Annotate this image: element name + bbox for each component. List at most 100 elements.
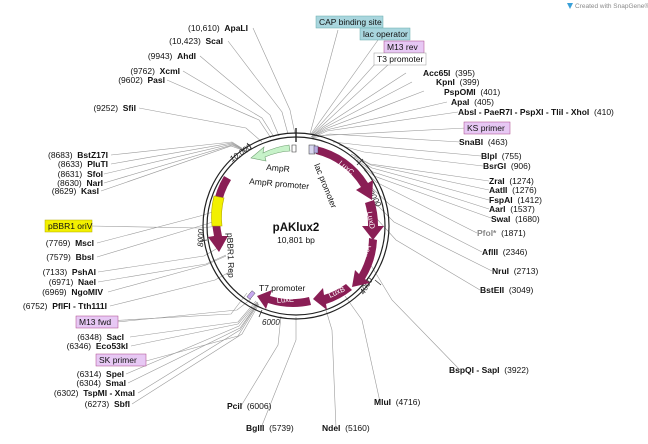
restriction-site-label[interactable]: (9252) SfiI bbox=[93, 103, 136, 113]
restriction-site-label[interactable]: AatII (1276) bbox=[489, 185, 537, 195]
restriction-site-label[interactable]: PciI (6006) bbox=[227, 401, 272, 411]
site-position: (399) bbox=[455, 77, 480, 87]
restriction-site-label[interactable]: (10,610) ApaLI bbox=[188, 23, 248, 33]
site-position: (8629) bbox=[52, 186, 81, 196]
enzyme-name: TspMI - XmaI bbox=[83, 388, 135, 398]
restriction-site-label[interactable]: (8633) PluTI bbox=[58, 159, 108, 169]
restriction-site-label[interactable]: (9602) PasI bbox=[118, 75, 165, 85]
site-position: (410) bbox=[589, 107, 614, 117]
m13-rev-feature[interactable] bbox=[313, 145, 319, 154]
site-position: (5739) bbox=[264, 423, 293, 433]
restriction-site-label[interactable]: BglII (5739) bbox=[246, 423, 294, 433]
site-position: (6752) bbox=[23, 301, 52, 311]
restriction-site-label[interactable]: (7769) MscI bbox=[46, 238, 94, 248]
m13-rev-label: M13 rev bbox=[387, 42, 418, 52]
enzyme-name: PasI bbox=[148, 75, 166, 85]
ks-primer-label: KS primer bbox=[467, 123, 505, 133]
restriction-site-label[interactable]: (7579) BbsI bbox=[46, 252, 94, 262]
pbbr1-oriv-box[interactable] bbox=[44, 219, 93, 233]
restriction-site-label[interactable]: BspQI - SapI (3922) bbox=[449, 365, 529, 375]
restriction-site-label[interactable]: AflII (2346) bbox=[482, 247, 528, 257]
sk-primer-box[interactable] bbox=[95, 353, 147, 367]
restriction-site-label[interactable]: NdeI (5160) bbox=[322, 423, 370, 433]
restriction-site-label[interactable]: (8631) SfoI bbox=[58, 169, 103, 179]
restriction-site-label[interactable]: BstEII (3049) bbox=[480, 285, 534, 295]
restriction-site-label[interactable]: MluI (4716) bbox=[374, 397, 420, 407]
site-position: (1871) bbox=[496, 228, 525, 238]
enzyme-name: PfoI* bbox=[477, 228, 497, 238]
restriction-site-label[interactable]: (6752) PflFI - Tth111I bbox=[23, 301, 107, 311]
site-position: (8631) bbox=[58, 169, 87, 179]
site-position: (463) bbox=[483, 137, 508, 147]
t3-promoter-box[interactable] bbox=[373, 52, 427, 66]
restriction-site-label[interactable]: (6346) Eco53kI bbox=[67, 341, 128, 351]
site-position: (1680) bbox=[510, 214, 539, 224]
restriction-site-label[interactable]: Acc65I (395) bbox=[423, 68, 475, 78]
restriction-site-label[interactable]: (9943) AhdI bbox=[148, 51, 196, 61]
ampr-promoter-arrow[interactable] bbox=[291, 144, 297, 153]
enzyme-name: BlpI bbox=[481, 151, 497, 161]
restriction-site-label[interactable]: AbsI - PaeR7I - PspXI - TliI - XhoI (410… bbox=[458, 107, 614, 117]
m13-fwd-feature[interactable] bbox=[246, 290, 256, 300]
restriction-site-label[interactable]: FspAI (1412) bbox=[489, 195, 542, 205]
ampr-arrow[interactable] bbox=[250, 144, 291, 162]
restriction-site-label[interactable]: (8630) NarI bbox=[57, 178, 103, 188]
enzyme-name: ApaLI bbox=[224, 23, 248, 33]
restriction-site-label[interactable]: (6971) NaeI bbox=[49, 277, 96, 287]
restriction-site-label[interactable]: BsrGI (906) bbox=[483, 161, 531, 171]
restriction-site-label[interactable]: BlpI (755) bbox=[481, 151, 522, 161]
ampr-label: AmpR bbox=[266, 162, 290, 174]
luxB-arrow[interactable] bbox=[313, 284, 352, 310]
enzyme-name: AhdI bbox=[177, 51, 196, 61]
restriction-site-label[interactable]: (8629) KasI bbox=[52, 186, 99, 196]
restriction-site-label[interactable]: (6273) SbfI bbox=[85, 399, 130, 409]
luxA-arrow[interactable] bbox=[352, 238, 377, 287]
restriction-site-label[interactable]: AarI (1537) bbox=[489, 204, 535, 214]
enzyme-name: AarI bbox=[489, 204, 506, 214]
enzyme-name: Acc65I bbox=[423, 68, 450, 78]
luxE-arrow[interactable] bbox=[257, 290, 311, 309]
site-position: (1276) bbox=[507, 185, 536, 195]
restriction-site-label[interactable]: (8683) BstZ17I bbox=[48, 150, 108, 160]
luxC-arrow[interactable] bbox=[316, 146, 373, 200]
site-position: (10,423) bbox=[169, 36, 205, 46]
restriction-site-label[interactable]: ZraI (1274) bbox=[489, 176, 534, 186]
restriction-site-label[interactable]: (7133) PshAI bbox=[43, 267, 96, 277]
ks-primer-box[interactable] bbox=[463, 121, 511, 135]
enzyme-name: PluTI bbox=[87, 159, 108, 169]
restriction-site-label[interactable]: (9762) XcmI bbox=[130, 66, 180, 76]
cap-site-box[interactable] bbox=[315, 15, 384, 29]
restriction-site-label[interactable]: (6969) NgoMIV bbox=[42, 287, 103, 297]
enzyme-name: FspAI bbox=[489, 195, 513, 205]
restriction-site-label[interactable]: (6314) SpeI bbox=[77, 369, 124, 379]
restriction-site-label[interactable]: PfoI* (1871) bbox=[477, 228, 526, 238]
restriction-site-label[interactable]: (6348) SacI bbox=[77, 332, 124, 342]
pbbr1-oriv-block[interactable] bbox=[211, 195, 225, 227]
restriction-site-label[interactable]: SnaBI (463) bbox=[459, 137, 508, 147]
enzyme-name: PciI bbox=[227, 401, 242, 411]
restriction-site-label[interactable]: PspOMI (401) bbox=[444, 87, 500, 97]
restriction-site-label[interactable]: KpnI (399) bbox=[436, 77, 480, 87]
enzyme-name: BstZ17I bbox=[77, 150, 108, 160]
sk-primer-label: SK primer bbox=[99, 355, 137, 365]
m13-fwd-label: M13 fwd bbox=[79, 317, 111, 327]
restriction-site-label[interactable]: (6304) SmaI bbox=[76, 378, 126, 388]
restriction-site-label[interactable]: NruI (2713) bbox=[492, 266, 538, 276]
site-position: (9602) bbox=[118, 75, 147, 85]
site-position: (9252) bbox=[93, 103, 122, 113]
restriction-site-label[interactable]: (6302) TspMI - XmaI bbox=[54, 388, 135, 398]
enzyme-name: SbfI bbox=[114, 399, 130, 409]
enzyme-name: PspOMI bbox=[444, 87, 476, 97]
pbbr1-oriv-label: pBBR1 oriV bbox=[48, 221, 93, 231]
site-position: (2346) bbox=[498, 247, 527, 257]
lac-operator-box[interactable] bbox=[359, 27, 411, 41]
m13-fwd-box[interactable] bbox=[75, 315, 119, 329]
restriction-site-label[interactable]: SwaI (1680) bbox=[491, 214, 540, 224]
luxD-arrow[interactable] bbox=[362, 200, 384, 240]
enzyme-name: NruI bbox=[492, 266, 509, 276]
enzyme-name: MluI bbox=[374, 397, 391, 407]
restriction-site-label[interactable]: ApaI (405) bbox=[451, 97, 494, 107]
restriction-site-label[interactable]: (10,423) ScaI bbox=[169, 36, 223, 46]
